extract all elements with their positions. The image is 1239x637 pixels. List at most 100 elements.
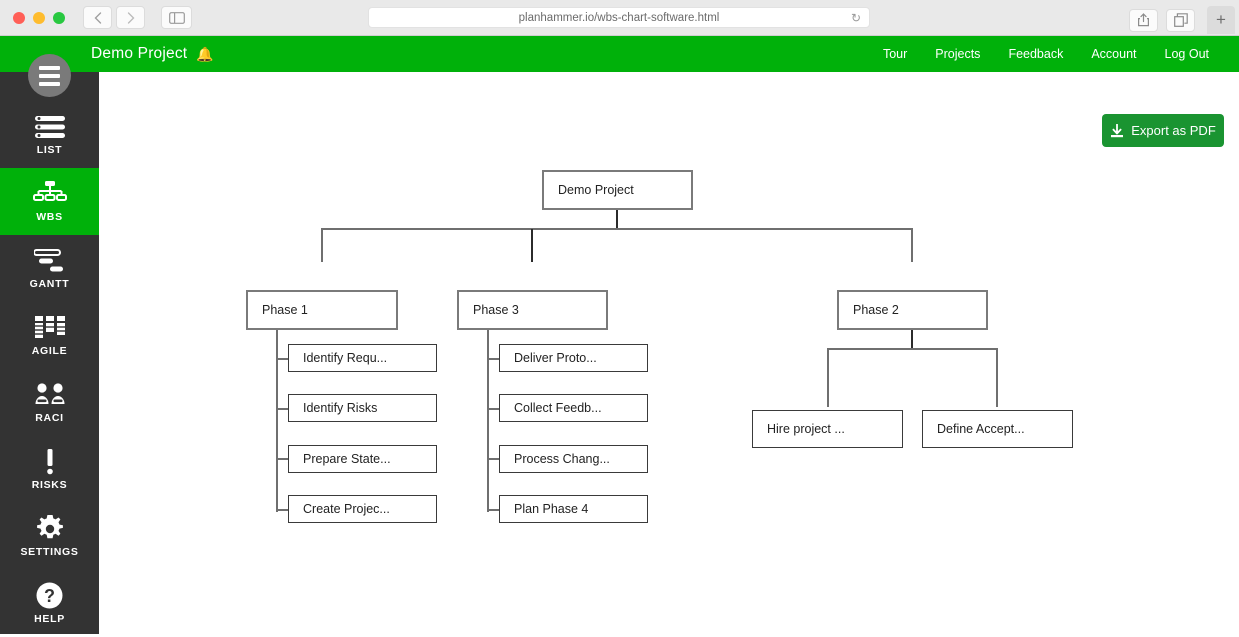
wbs-node-phase-3[interactable]: Phase 3 (457, 290, 608, 330)
agile-board-icon (34, 315, 65, 341)
sidebar-item-list[interactable]: LIST (0, 101, 99, 168)
wbs-node-task[interactable]: Hire project ... (752, 410, 903, 448)
sidebar-item-label: RACI (35, 411, 64, 424)
url-bar[interactable]: planhammer.io/wbs-chart-software.html ↻ (368, 7, 870, 28)
sidebar-item-label: WBS (36, 210, 63, 223)
sidebar-item-settings[interactable]: SETTINGS (0, 503, 99, 570)
back-button[interactable] (83, 6, 112, 29)
risk-exclamation-icon (44, 448, 56, 475)
wbs-node-label: Plan Phase 4 (514, 502, 589, 516)
connector-stub-p1-c4 (276, 509, 289, 511)
wbs-node-label: Prepare State... (303, 452, 391, 466)
wbs-node-phase-2[interactable]: Phase 2 (837, 290, 988, 330)
connector-stub-p3-c3 (487, 458, 500, 460)
wbs-node-root[interactable]: Demo Project (542, 170, 693, 210)
wbs-node-label: Phase 2 (853, 303, 899, 317)
share-icon (1138, 13, 1149, 27)
nav-item-feedback[interactable]: Feedback (1008, 47, 1064, 61)
nav-item-tour[interactable]: Tour (882, 47, 908, 61)
connector-stub-p3-c1 (487, 358, 500, 360)
connector-stub-p3-c2 (487, 408, 500, 410)
connector-root-down (616, 210, 618, 229)
sidebar-item-label: LIST (36, 143, 63, 156)
connector-drop-phase1 (321, 229, 323, 262)
forward-button[interactable] (116, 6, 145, 29)
browser-sidebar-toggle[interactable] (161, 6, 192, 29)
wbs-node-task[interactable]: Prepare State... (288, 445, 437, 473)
wbs-node-label: Process Chang... (514, 452, 610, 466)
chevron-left-icon (94, 11, 101, 24)
wbs-node-task[interactable]: Deliver Proto... (499, 344, 648, 372)
close-window-button[interactable] (13, 11, 25, 24)
wbs-node-label: Create Projec... (303, 502, 390, 516)
new-tab-button[interactable]: + (1207, 6, 1235, 34)
wbs-node-task[interactable]: Plan Phase 4 (499, 495, 648, 523)
sidebar-item-label: RISKS (31, 478, 68, 491)
connector-drop-phase2 (911, 229, 913, 262)
wbs-node-task[interactable]: Identify Risks (288, 394, 437, 422)
maximize-window-button[interactable] (53, 11, 65, 24)
wbs-node-label: Collect Feedb... (514, 401, 602, 415)
wbs-node-label: Demo Project (558, 183, 634, 197)
question-mark-icon: ? (36, 582, 63, 609)
sidebar-item-label: HELP (34, 612, 65, 625)
wbs-node-label: Phase 1 (262, 303, 308, 317)
sidebar-item-agile[interactable]: AGILE (0, 302, 99, 369)
gear-icon (36, 514, 64, 542)
wbs-node-label: Hire project ... (767, 422, 845, 436)
wbs-node-label: Define Accept... (937, 422, 1025, 436)
sidebar-item-label: AGILE (31, 344, 68, 357)
url-text: planhammer.io/wbs-chart-software.html (518, 11, 720, 24)
tabs-overview-icon (1173, 13, 1188, 27)
nav-item-logout[interactable]: Log Out (1164, 47, 1209, 61)
connector-spine-phase1 (276, 330, 278, 512)
main-navigation: Tour Projects Feedback Account Log Out (869, 36, 1223, 72)
wbs-node-task[interactable]: Process Chang... (499, 445, 648, 473)
window-traffic-lights (13, 11, 65, 24)
sidebar-item-help[interactable]: ? HELP (0, 570, 99, 637)
sidebar-item-label: GANTT (29, 277, 70, 290)
tabs-overview-button[interactable] (1166, 8, 1195, 32)
connector-phase2-down (911, 330, 913, 349)
hamburger-menu-icon[interactable] (28, 54, 71, 97)
download-icon (1111, 123, 1124, 137)
svg-text:?: ? (44, 586, 55, 606)
export-as-pdf-button[interactable]: Export as PDF (1102, 114, 1224, 147)
share-button[interactable] (1129, 8, 1158, 32)
wbs-node-phase-1[interactable]: Phase 1 (246, 290, 398, 330)
wbs-node-task[interactable]: Identify Requ... (288, 344, 437, 372)
sidebar-item-wbs[interactable]: WBS (0, 168, 99, 235)
left-sidebar: LIST WBS GANTT (0, 72, 99, 634)
wbs-node-label: Phase 3 (473, 303, 519, 317)
nav-item-account[interactable]: Account (1091, 47, 1137, 61)
connector-drop-p2-c1 (827, 349, 829, 407)
list-icon (34, 114, 65, 140)
page-title: Demo Project (91, 45, 188, 62)
chevron-right-icon (127, 11, 134, 24)
notification-bell-icon[interactable]: 🔔 (196, 45, 214, 62)
browser-chrome: planhammer.io/wbs-chart-software.html ↻ … (0, 0, 1239, 36)
connector-stub-p1-c2 (276, 408, 289, 410)
connector-stub-p3-c4 (487, 509, 500, 511)
sidebar-item-risks[interactable]: RISKS (0, 436, 99, 503)
wbs-node-label: Identify Risks (303, 401, 378, 415)
wbs-node-task[interactable]: Create Projec... (288, 495, 437, 523)
sidebar-toggle-icon (168, 11, 185, 24)
wbs-node-task[interactable]: Define Accept... (922, 410, 1073, 448)
wbs-tree: Demo Project Phase 1 Identify Requ... Id… (99, 72, 1239, 634)
sidebar-item-raci[interactable]: RACI (0, 369, 99, 436)
wbs-node-task[interactable]: Collect Feedb... (499, 394, 648, 422)
wbs-canvas: Export as PDF Demo Project Phase 1 Ident… (99, 72, 1239, 634)
raci-people-icon (34, 382, 66, 408)
connector-stub-p1-c3 (276, 458, 289, 460)
connector-drop-p2-c2 (996, 349, 998, 407)
nav-item-projects[interactable]: Projects (935, 47, 981, 61)
connector-bus-top (321, 228, 913, 230)
reload-icon[interactable]: ↻ (850, 11, 861, 25)
minimize-window-button[interactable] (33, 11, 45, 24)
sidebar-item-gantt[interactable]: GANTT (0, 235, 99, 302)
export-button-label: Export as PDF (1131, 123, 1216, 138)
wbs-tree-icon (32, 180, 67, 207)
new-tab-label: + (1216, 10, 1226, 29)
wbs-node-label: Deliver Proto... (514, 351, 597, 365)
